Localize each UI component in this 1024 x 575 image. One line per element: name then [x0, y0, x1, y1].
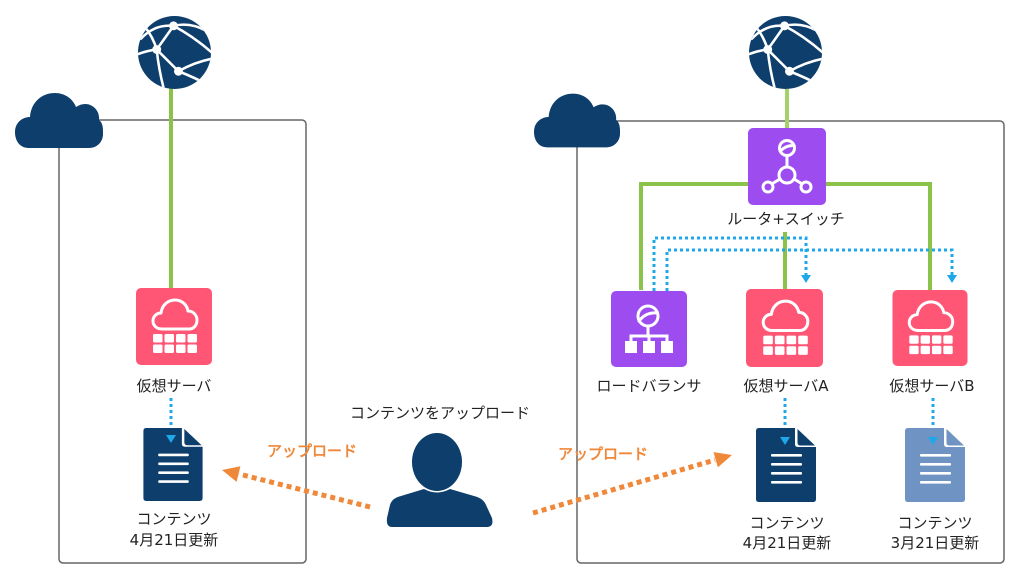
- cloud-icon: [15, 93, 103, 148]
- user-icon[interactable]: [386, 433, 493, 527]
- left-content[interactable]: コンテンツ 4月21日更新: [130, 428, 219, 549]
- upload-arrow-right: アップロード: [532, 445, 732, 516]
- upload-arrowhead-left: [222, 466, 241, 482]
- virtual-server-icon[interactable]: [892, 290, 968, 366]
- globe-network-icon[interactable]: [748, 16, 825, 92]
- virtual-server-b[interactable]: 仮想サーバB: [889, 290, 975, 395]
- upload-label-right: アップロード: [558, 445, 648, 463]
- server-a-deploy-arrowhead: [780, 437, 790, 445]
- cloud-icon: [534, 93, 620, 148]
- left-virtual-server-label: 仮想サーバ: [137, 377, 212, 395]
- upload-dotted-line-right: [532, 457, 716, 516]
- left-virtual-server[interactable]: 仮想サーバ: [136, 288, 212, 395]
- lb-path-to-server-a: [652, 236, 808, 291]
- virtual-server-icon[interactable]: [136, 288, 212, 365]
- load-balancer[interactable]: ロードバランサ: [596, 291, 702, 395]
- content-b-updated: 3月21日更新: [891, 534, 980, 552]
- virtual-server-b-label: 仮想サーバB: [889, 377, 974, 395]
- user-caption: コンテンツをアップロード: [350, 404, 530, 422]
- left-deploy-arrowhead: [166, 435, 176, 443]
- user[interactable]: コンテンツをアップロード: [350, 404, 530, 527]
- load-balancer-icon[interactable]: [611, 291, 687, 367]
- globe-network-icon[interactable]: [137, 16, 214, 92]
- lb-arrowhead-server-a: [801, 275, 811, 283]
- content-b-title: コンテンツ: [897, 514, 972, 532]
- router-switch-icon[interactable]: [748, 128, 826, 205]
- virtual-server-icon[interactable]: [746, 289, 823, 367]
- content-a-title: コンテンツ: [749, 514, 824, 532]
- router-switch[interactable]: ルータ+スイッチ: [727, 128, 845, 228]
- upload-dotted-line-left: [238, 471, 371, 510]
- load-balancer-label: ロードバランサ: [596, 377, 701, 395]
- content-a[interactable]: コンテンツ 4月21日更新: [743, 428, 832, 552]
- upload-arrow-left: アップロード: [222, 442, 371, 510]
- content-b[interactable]: コンテンツ 3月21日更新: [891, 428, 980, 552]
- virtual-server-a[interactable]: 仮想サーバA: [743, 289, 829, 395]
- upload-label-left: アップロード: [267, 442, 357, 460]
- virtual-server-a-label: 仮想サーバA: [743, 377, 829, 395]
- lb-arrowhead-server-b: [947, 275, 957, 283]
- content-a-updated: 4月21日更新: [743, 534, 832, 552]
- upload-arrowhead-right: [713, 452, 732, 468]
- server-b-deploy-arrowhead: [928, 437, 938, 445]
- left-content-title: コンテンツ: [136, 510, 211, 528]
- lb-path-to-server-b: [665, 248, 954, 291]
- right-environment: ルータ+スイッチ ロードバランサ 仮想サーバA 仮想サーバB コンテンツ 4月2…: [534, 16, 1005, 564]
- left-content-updated: 4月21日更新: [130, 531, 219, 549]
- router-switch-label: ルータ+スイッチ: [727, 210, 845, 228]
- left-environment-frame: [58, 119, 307, 564]
- left-environment: 仮想サーバ コンテンツ 4月21日更新: [15, 16, 307, 564]
- right-environment-frame: [576, 120, 1005, 564]
